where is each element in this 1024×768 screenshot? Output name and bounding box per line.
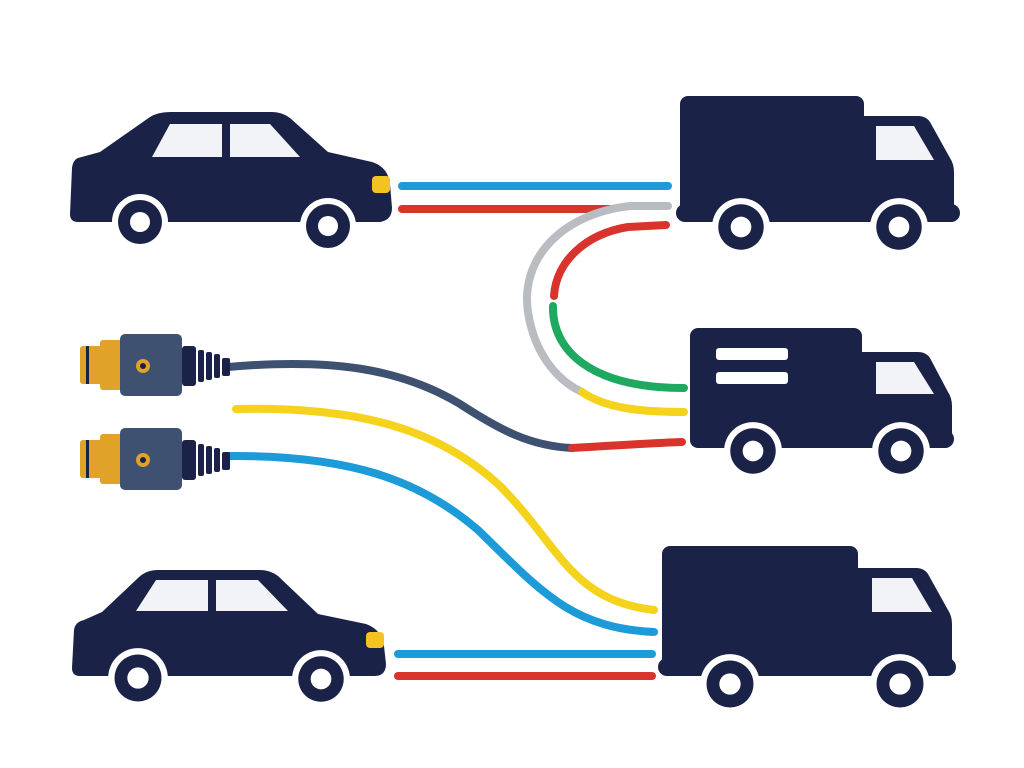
connector-ridge <box>206 446 212 474</box>
connector-port-center <box>140 363 146 369</box>
truck-top <box>676 96 960 256</box>
headlight <box>372 176 390 193</box>
connector-ridge <box>214 354 220 378</box>
box-truck-icon <box>680 96 864 222</box>
car-top <box>70 112 392 254</box>
connector-tip <box>80 346 102 384</box>
truck-window <box>876 126 934 160</box>
wheel-icon <box>112 194 168 250</box>
cable-slate-upper <box>224 359 576 452</box>
connector-ridge <box>198 444 204 476</box>
connector-ridge <box>222 358 230 376</box>
wheel-icon <box>300 198 356 254</box>
cable-yellow-long <box>232 404 658 614</box>
cable-blue-long <box>224 451 658 636</box>
wheel-icon <box>870 654 930 714</box>
car-window-front <box>152 124 222 157</box>
cable-yellow-arc <box>578 388 688 416</box>
cable-connector-icon <box>120 428 182 490</box>
connector-collar <box>100 340 122 390</box>
box-truck-icon <box>662 546 858 676</box>
wheel-icon <box>108 648 168 708</box>
car-window-rear <box>230 124 300 157</box>
connector-upper <box>80 334 230 396</box>
van-stripe-bottom <box>716 372 788 384</box>
connector-port-center <box>140 457 146 463</box>
connector-ridge <box>214 448 220 472</box>
truck-middle <box>690 328 954 480</box>
wheel-icon <box>700 654 760 714</box>
cable-red-upper-end <box>568 438 686 452</box>
cable-red-arc <box>550 221 670 300</box>
cables <box>224 182 688 680</box>
car-window-rear <box>216 580 288 611</box>
connector-strain-relief <box>182 440 196 480</box>
truck-bottom <box>658 546 956 714</box>
wheel-icon <box>870 198 928 256</box>
car-window-front <box>136 580 208 611</box>
wheel-icon <box>872 422 930 480</box>
van-stripe-top <box>716 348 788 360</box>
connector-lower <box>80 428 230 490</box>
truck-window <box>872 578 932 612</box>
cable-connector-icon <box>120 334 182 396</box>
truck-window <box>876 362 934 394</box>
connector-tip <box>80 440 102 478</box>
wheel-icon <box>292 650 350 708</box>
wheel-icon <box>724 422 782 480</box>
connector-ridge <box>222 452 230 470</box>
connector-ridge <box>198 350 204 382</box>
car-bottom <box>72 570 386 708</box>
headlight <box>366 632 384 648</box>
car-icon <box>70 112 392 222</box>
wheel-icon <box>712 198 770 256</box>
connector-ridge <box>206 352 212 380</box>
cable-gray-arc <box>523 202 672 396</box>
cable-green-arc <box>548 302 688 392</box>
connector-tip-band <box>86 440 89 478</box>
connector-tip-band <box>86 346 89 384</box>
connector-strain-relief <box>182 346 196 386</box>
connector-collar <box>100 434 122 484</box>
